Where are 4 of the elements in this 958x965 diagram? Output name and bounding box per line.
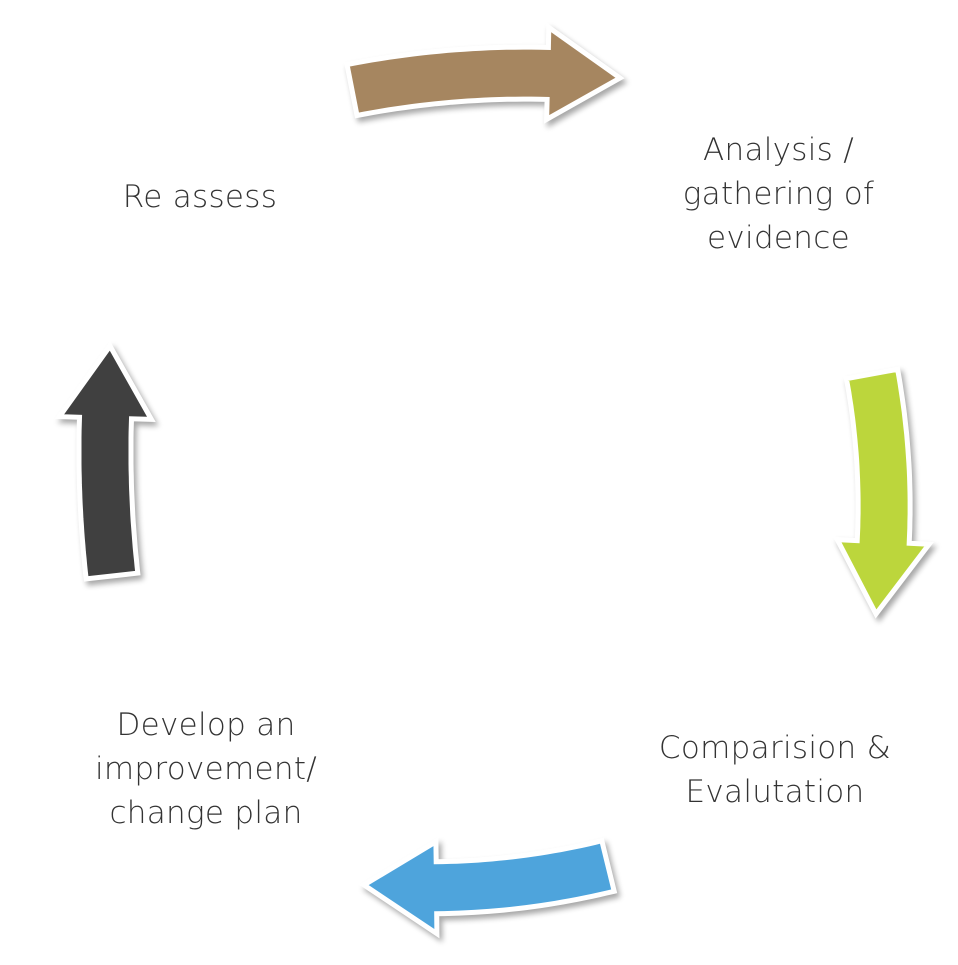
- step-label: Re assess: [122, 178, 278, 217]
- step-label: Develop an improvement/ change plan: [94, 706, 318, 834]
- step-label: Comparision & Evalutation: [658, 729, 892, 812]
- step-label: Analysis / gathering of evidence: [682, 131, 876, 258]
